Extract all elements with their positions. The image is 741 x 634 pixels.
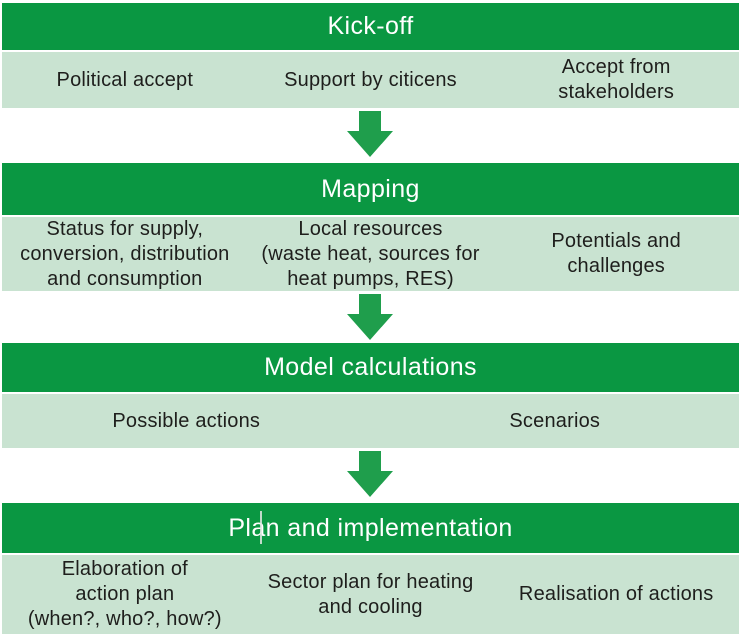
section-header-kick-off: Kick-off bbox=[2, 3, 739, 50]
section-items-mapping: Status for supply, conversion, distribut… bbox=[2, 217, 739, 291]
item-scenarios: Scenarios bbox=[509, 409, 601, 432]
section-title: Mapping bbox=[321, 174, 420, 203]
section-items-kick-off: Political accept Support by citicens Acc… bbox=[2, 52, 739, 108]
down-arrow-icon bbox=[347, 111, 393, 157]
item-sector-plan: Sector plan for heating and cooling bbox=[267, 570, 474, 618]
item-possible-actions: Possible actions bbox=[112, 409, 261, 432]
section-title: Plan and implementation bbox=[228, 513, 513, 542]
section-header-plan-implementation: Plan and implementation bbox=[2, 503, 739, 553]
item-elaboration-action-plan: Elaboration of action plan (when?, who?,… bbox=[27, 558, 222, 630]
section-title: Model calculations bbox=[264, 353, 477, 381]
item-status-supply: Status for supply, conversion, distribut… bbox=[20, 217, 230, 290]
item-political-accept: Political accept bbox=[56, 68, 194, 91]
section-items-model-calculations: Possible actions Scenarios bbox=[2, 394, 739, 448]
section-header-model-calculations: Model calculations bbox=[2, 343, 739, 392]
item-accept-from-stakeholders: Accept from stakeholders bbox=[558, 56, 675, 103]
item-local-resources: Local resources (waste heat, sources for… bbox=[261, 217, 480, 290]
item-potentials-challenges: Potentials and challenges bbox=[551, 230, 681, 277]
section-items-plan-implementation: Elaboration of action plan (when?, who?,… bbox=[2, 555, 739, 634]
down-arrow-icon bbox=[347, 451, 393, 497]
item-support-by-citicens: Support by citicens bbox=[284, 68, 457, 91]
section-header-mapping: Mapping bbox=[2, 163, 739, 215]
item-realisation-of-actions: Realisation of actions bbox=[518, 583, 714, 605]
text-cursor bbox=[260, 511, 262, 544]
down-arrow-icon bbox=[347, 294, 393, 340]
section-title: Kick-off bbox=[327, 12, 414, 40]
